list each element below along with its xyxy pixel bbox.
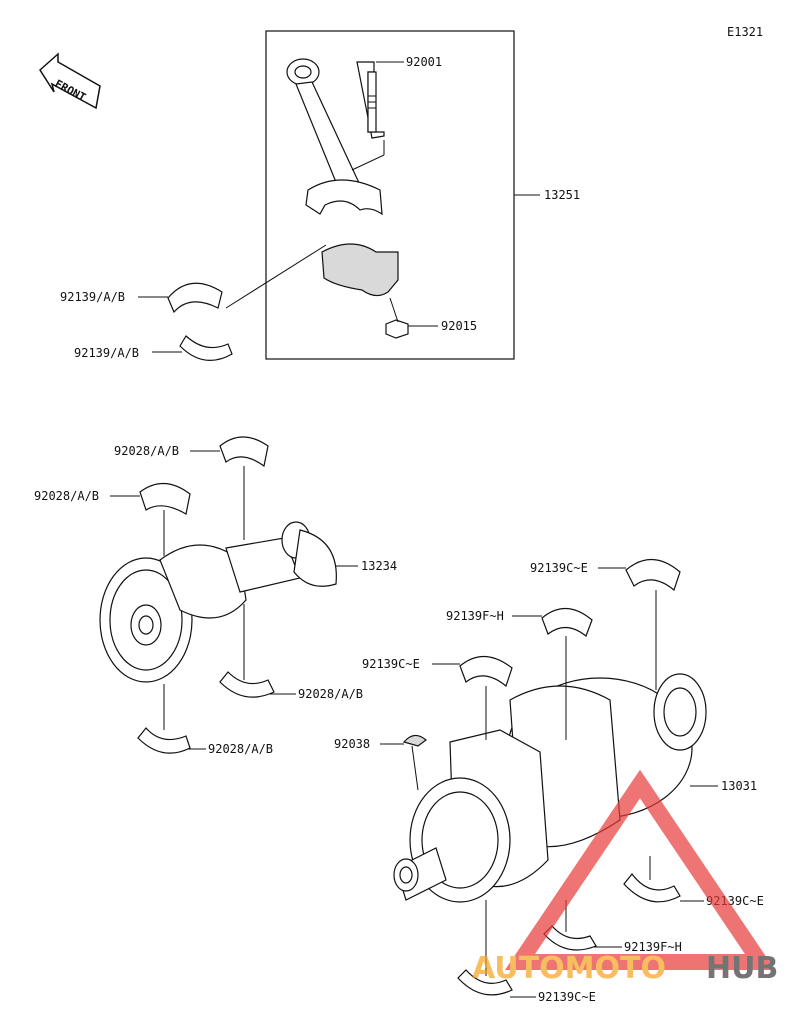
conrod-bearing-upper (167, 282, 223, 314)
label-13031: 13031 (721, 779, 757, 793)
crankshaft (393, 673, 707, 903)
main-bearing-bottom (457, 969, 513, 996)
label-13234: 13234 (361, 559, 397, 573)
balancer-shaft (99, 521, 337, 683)
label-92038: 92038 (334, 737, 370, 751)
watermark-text-hub: HUB (706, 951, 778, 986)
balancer-bearing-3 (219, 671, 275, 698)
diagram-code: E1321 (727, 25, 763, 39)
watermark-text-automoto: AUTOMOTO (472, 951, 666, 986)
balancer-bearing-4 (137, 727, 191, 754)
watermark-logo: AUTOMOTO HUB (472, 769, 778, 986)
label-92139-lower: 92139/A/B (74, 346, 139, 360)
label-92028-1: 92028/A/B (114, 444, 179, 458)
label-92028-4: 92028/A/B (208, 742, 273, 756)
balancer-bearing-1 (219, 436, 269, 468)
label-92139c-bottom: 92139C~E (538, 990, 596, 1004)
label-92028-2: 92028/A/B (34, 489, 99, 503)
label-13251: 13251 (544, 188, 580, 202)
label-92139-upper: 92139/A/B (60, 290, 125, 304)
main-bearing-left (459, 655, 513, 688)
conrod-bearing-lower (179, 335, 233, 361)
label-92139f-bottom: 92139F~H (624, 940, 682, 954)
front-arrow-icon: FRONT (39, 52, 101, 110)
label-92139c-left: 92139C~E (362, 657, 420, 671)
watermark-triangle-icon (504, 769, 776, 970)
main-bearing-right (623, 873, 681, 903)
thrust-bearing-top (541, 607, 593, 637)
thrust-bearing-bottom (543, 925, 597, 951)
main-bearing-top (625, 558, 681, 592)
conrod-bolt (356, 61, 385, 139)
conrod-cap (321, 243, 399, 297)
label-92139c-top: 92139C~E (530, 561, 588, 575)
label-92139f-top: 92139F~H (446, 609, 504, 623)
conrod-nut (385, 319, 409, 339)
connecting-rod (286, 58, 383, 216)
label-92028-3: 92028/A/B (298, 687, 363, 701)
balancer-bearing-2 (139, 482, 191, 515)
woodruff-key (402, 734, 427, 747)
label-92015: 92015 (441, 319, 477, 333)
label-92001: 92001 (406, 55, 442, 69)
